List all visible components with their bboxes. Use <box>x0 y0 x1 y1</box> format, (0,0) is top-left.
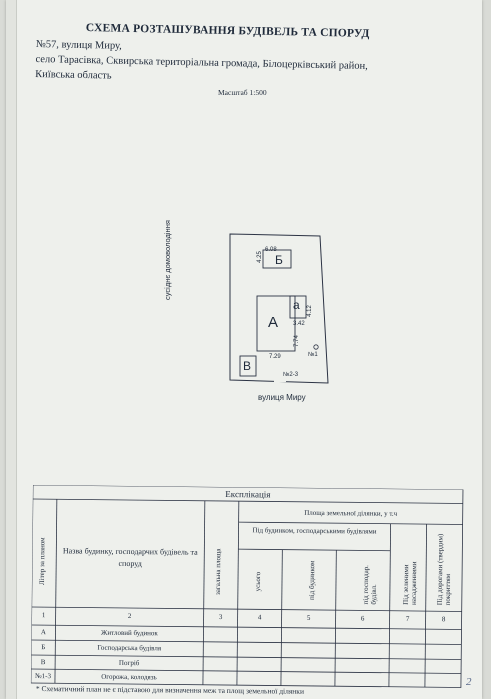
dim-a-width: 3.42 <box>293 321 305 327</box>
street-label: вулиця Миру <box>258 393 306 402</box>
row-letter: В <box>40 658 46 667</box>
well-marker <box>313 344 319 350</box>
neighbour-label: сусіднє домоволодіння <box>163 220 172 300</box>
header-under-buildings: Під будинком, господарськими будівлями <box>252 526 377 536</box>
row-letter: А <box>40 628 47 637</box>
dim-b-side: 4.25 <box>256 251 263 263</box>
header-total: загальна площа <box>213 548 223 595</box>
header-name: Назва будинку, господарчих будівель та с… <box>62 546 198 569</box>
col-number: 2 <box>127 612 132 621</box>
label-a-extension: а <box>293 298 300 312</box>
fence-label: №2-3 <box>283 372 299 378</box>
explication-table: Експлікація Літер за планом Назва будинк… <box>30 485 473 690</box>
row-name: Погріб <box>118 658 140 668</box>
col-number: 1 <box>41 611 46 620</box>
dim-a-side: 4.12 <box>306 305 313 317</box>
col-number: 7 <box>405 614 410 623</box>
label-b: Б <box>275 253 283 267</box>
row-letter: Б <box>41 643 46 652</box>
dim-a-height: 7.74 <box>293 335 300 347</box>
lot-boundary <box>229 233 329 384</box>
dim-a-main-width: 7.29 <box>269 354 281 360</box>
building-a <box>256 295 296 352</box>
row-name: Господарська будівля <box>97 643 162 653</box>
header-under-farm: під господар. будівл. <box>361 564 378 605</box>
cellar-v <box>239 355 257 377</box>
header-green: Під зеленими насадженнями <box>401 561 419 606</box>
header-total-sub: усього <box>253 571 263 592</box>
dim-b-width: 6.08 <box>265 247 277 253</box>
col-number: 5 <box>306 613 311 622</box>
site-plan: Б 6.08 4.25 А а 4.12 3.42 7.74 7.29 В №1… <box>190 228 340 423</box>
col-number: 6 <box>360 614 365 623</box>
building-b <box>262 249 292 269</box>
site-plan-drawing <box>229 233 329 384</box>
col-number: 4 <box>257 613 262 622</box>
scale-label: Масштаб 1:500 <box>218 88 267 97</box>
header-letter: Літер за планом <box>37 537 47 586</box>
col-number: 3 <box>218 612 223 621</box>
header-under-house: під будинком <box>307 560 317 600</box>
col-number: 8 <box>441 615 446 624</box>
label-v: В <box>243 359 252 373</box>
table-grid <box>30 485 464 688</box>
row-name: Житловий будинок <box>101 628 158 638</box>
document-sheet: СХЕМА РОЗТАШУВАННЯ БУДІВЕЛЬ ТА СПОРУД №5… <box>6 0 482 699</box>
page-mark: 2 <box>466 676 472 688</box>
extension-a <box>289 295 307 319</box>
well-label: №1 <box>308 352 318 358</box>
header-roads: Під дорогами (твердим) покриттям <box>435 533 453 606</box>
row-letter: №1-3 <box>34 672 52 681</box>
address-block: №57, вулиця Миру, село Тарасівка, Сквирс… <box>35 37 416 90</box>
sheet-binding-edge <box>6 0 17 699</box>
row-name: Огорожа, колодязь <box>101 672 157 682</box>
label-a-main: А <box>268 314 279 331</box>
